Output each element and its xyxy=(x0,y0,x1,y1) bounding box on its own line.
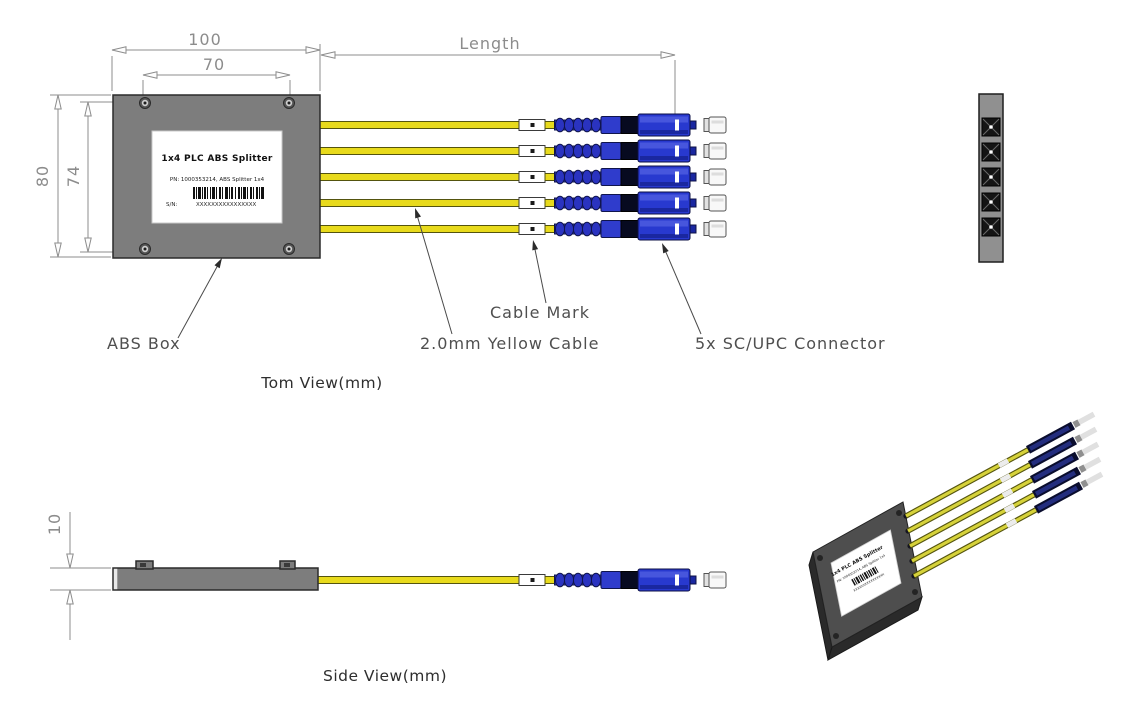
iso-product-label xyxy=(830,529,902,617)
abs-box-side-view xyxy=(112,560,319,591)
latch-tab xyxy=(279,560,296,570)
dimension-screw-spacing-v: 74 xyxy=(64,101,92,253)
cable-side-view xyxy=(316,576,521,584)
cable xyxy=(319,147,521,155)
iso-cables xyxy=(903,414,1102,578)
dimension-screw-spacing-h: 70 xyxy=(142,55,291,79)
callout-yellow-cable: 2.0mm Yellow Cable xyxy=(415,208,599,353)
sc-connectors-top-view xyxy=(518,113,727,241)
cable xyxy=(319,199,521,207)
barcode xyxy=(193,187,264,199)
screw xyxy=(283,243,295,255)
screw xyxy=(912,589,918,595)
screw xyxy=(817,555,823,561)
connector-face xyxy=(981,217,1001,237)
screw xyxy=(896,510,902,516)
dimension-cable-length: Length xyxy=(320,34,676,59)
iso-barcode xyxy=(851,566,879,586)
dim-10-text: 10 xyxy=(45,513,64,535)
abs-box-top-view: 1x4 PLC ABS Splitter PN: 1000353214, ABS… xyxy=(112,94,321,259)
label-serial-value: XXXXXXXXXXXXXXXX xyxy=(196,202,257,208)
top-view-caption: Tom View(mm) xyxy=(260,374,382,392)
callout-yellow-cable-text: 2.0mm Yellow Cable xyxy=(420,334,599,353)
sc-connector-side-view xyxy=(518,568,727,592)
connector-face xyxy=(981,167,1001,187)
label-serial-prefix: S/N: xyxy=(166,202,177,208)
dimension-box-width: 100 xyxy=(111,30,321,54)
screw xyxy=(283,97,295,109)
screw xyxy=(139,243,151,255)
label-part-number: PN: 1000353214, ABS Splitter 1x4 xyxy=(170,177,265,183)
callout-cable-mark: Cable Mark xyxy=(490,240,590,322)
dim-70-text: 70 xyxy=(203,55,225,74)
connector-face xyxy=(981,117,1001,137)
dim-length-text: Length xyxy=(459,34,520,53)
callout-cable-mark-text: Cable Mark xyxy=(490,303,590,322)
latch-tab xyxy=(135,560,154,570)
side-view: 10 Side View(mm) xyxy=(45,512,727,685)
cable xyxy=(319,173,521,181)
dim-80-text: 80 xyxy=(33,165,52,187)
connector-face xyxy=(981,192,1001,212)
dim-100-text: 100 xyxy=(188,30,222,49)
screw xyxy=(139,97,151,109)
screw xyxy=(833,633,839,639)
extension-lines xyxy=(50,567,111,591)
callout-connector-text: 5x SC/UPC Connector xyxy=(695,334,886,353)
callout-abs-box: ABS Box xyxy=(107,258,222,353)
isometric-view: 1x4 PLC ABS Splitter PN: 1000353214, ABS… xyxy=(808,414,1102,662)
dimension-box-height: 80 xyxy=(33,94,62,258)
callout-abs-box-text: ABS Box xyxy=(107,334,181,353)
label-title: 1x4 PLC ABS Splitter xyxy=(161,154,272,164)
dimension-box-thickness: 10 xyxy=(45,512,74,640)
connector-face xyxy=(981,142,1001,162)
connector-end-view xyxy=(978,93,1004,263)
cable xyxy=(319,121,521,129)
top-view: 100 70 Length 80 74 xyxy=(33,30,1004,392)
dim-74-text: 74 xyxy=(64,165,83,187)
side-view-caption: Side View(mm) xyxy=(323,667,447,685)
product-label: 1x4 PLC ABS Splitter PN: 1000353214, ABS… xyxy=(151,130,283,224)
callout-connector: 5x SC/UPC Connector xyxy=(662,243,886,353)
